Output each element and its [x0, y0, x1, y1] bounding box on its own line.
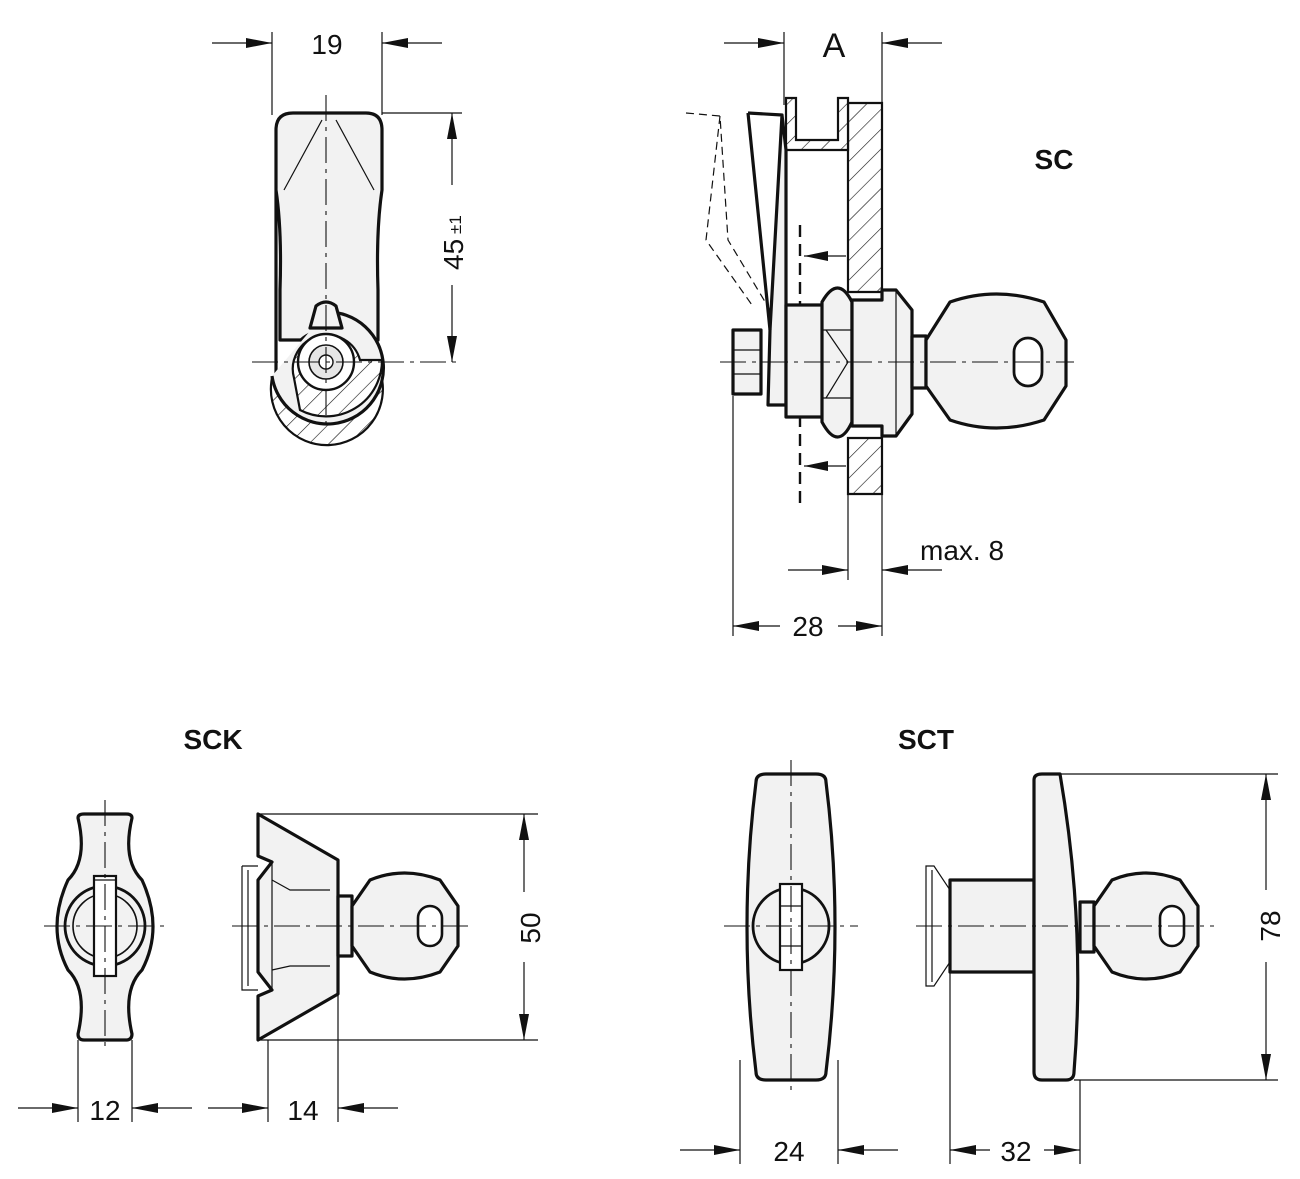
sck-side-body: [256, 812, 340, 1042]
arrow-head: [52, 1103, 78, 1113]
label-sc: SC: [1035, 144, 1074, 175]
arrow-head: [519, 1014, 529, 1040]
dim-sc-a: A: [823, 27, 846, 65]
sc-key: [924, 292, 1068, 430]
arrow-head: [447, 113, 457, 139]
arrow-head: [950, 1145, 976, 1155]
dim-sc-height: 45: [438, 239, 469, 270]
arrow-head: [519, 814, 529, 840]
dim-sct-height: 78: [1255, 910, 1286, 941]
panel-wall-lower: [846, 436, 884, 496]
dim-sct-width: 24: [773, 1136, 804, 1167]
arrow-head: [1054, 1145, 1080, 1155]
arrow-head: [132, 1103, 158, 1113]
arrow-head: [382, 38, 408, 48]
dim-sck-depth: 14: [287, 1095, 318, 1126]
arrow-head: [804, 461, 828, 471]
arrow-head: [447, 336, 457, 362]
sc-front-view: 19 45 ±1: [212, 29, 469, 447]
arrow-head: [856, 621, 882, 631]
arrow-head: [882, 38, 908, 48]
dim-sct-depth: 32: [1000, 1136, 1031, 1167]
handle-rotated-outline: [705, 115, 753, 306]
sck-view: SCK 50 12: [18, 724, 546, 1126]
label-sct: SCT: [898, 724, 954, 755]
dim-sck-width: 12: [89, 1095, 120, 1126]
sc-handle-edge: [746, 112, 772, 331]
arrow-head: [758, 38, 784, 48]
arrow-head: [882, 565, 908, 575]
panel-wall-upper: [846, 101, 884, 294]
label-sck: SCK: [183, 724, 242, 755]
dim-sck-height: 50: [515, 912, 546, 943]
arrow-head: [733, 621, 759, 631]
sct-key-shank: [1078, 900, 1096, 954]
dim-sc-depth: 28: [792, 611, 823, 642]
sck-body-facet: [271, 965, 330, 971]
arrow-head: [838, 1145, 864, 1155]
sct-view: SCT 78 24: [680, 724, 1286, 1167]
sc-lock-body: [850, 288, 914, 438]
sc-handle-body: [274, 111, 384, 380]
arrow-head: [1261, 774, 1271, 800]
arrow-head: [822, 565, 848, 575]
sc-handle-side: [747, 111, 788, 407]
arrow-head: [246, 38, 272, 48]
sck-washer: [241, 865, 258, 991]
dim-sc-max: max. 8: [920, 535, 1004, 566]
dim-sc-width: 19: [311, 29, 342, 60]
arrow-head: [1261, 1054, 1271, 1080]
sck-body-facet: [271, 879, 330, 891]
handle-rotated-outline: [685, 112, 771, 311]
sc-cam-hub: [784, 303, 828, 419]
sct-handle-side: [1032, 772, 1080, 1082]
arrow-head: [714, 1145, 740, 1155]
arrow-head: [242, 1103, 268, 1113]
arrow-head: [804, 251, 828, 261]
sc-side-view: SC A: [685, 27, 1074, 642]
arrow-head: [338, 1103, 364, 1113]
u-bracket: [784, 96, 850, 152]
facet-line: [283, 119, 323, 191]
facet-line: [335, 119, 375, 191]
dim-sc-height-tolerance: ±1: [446, 215, 465, 234]
